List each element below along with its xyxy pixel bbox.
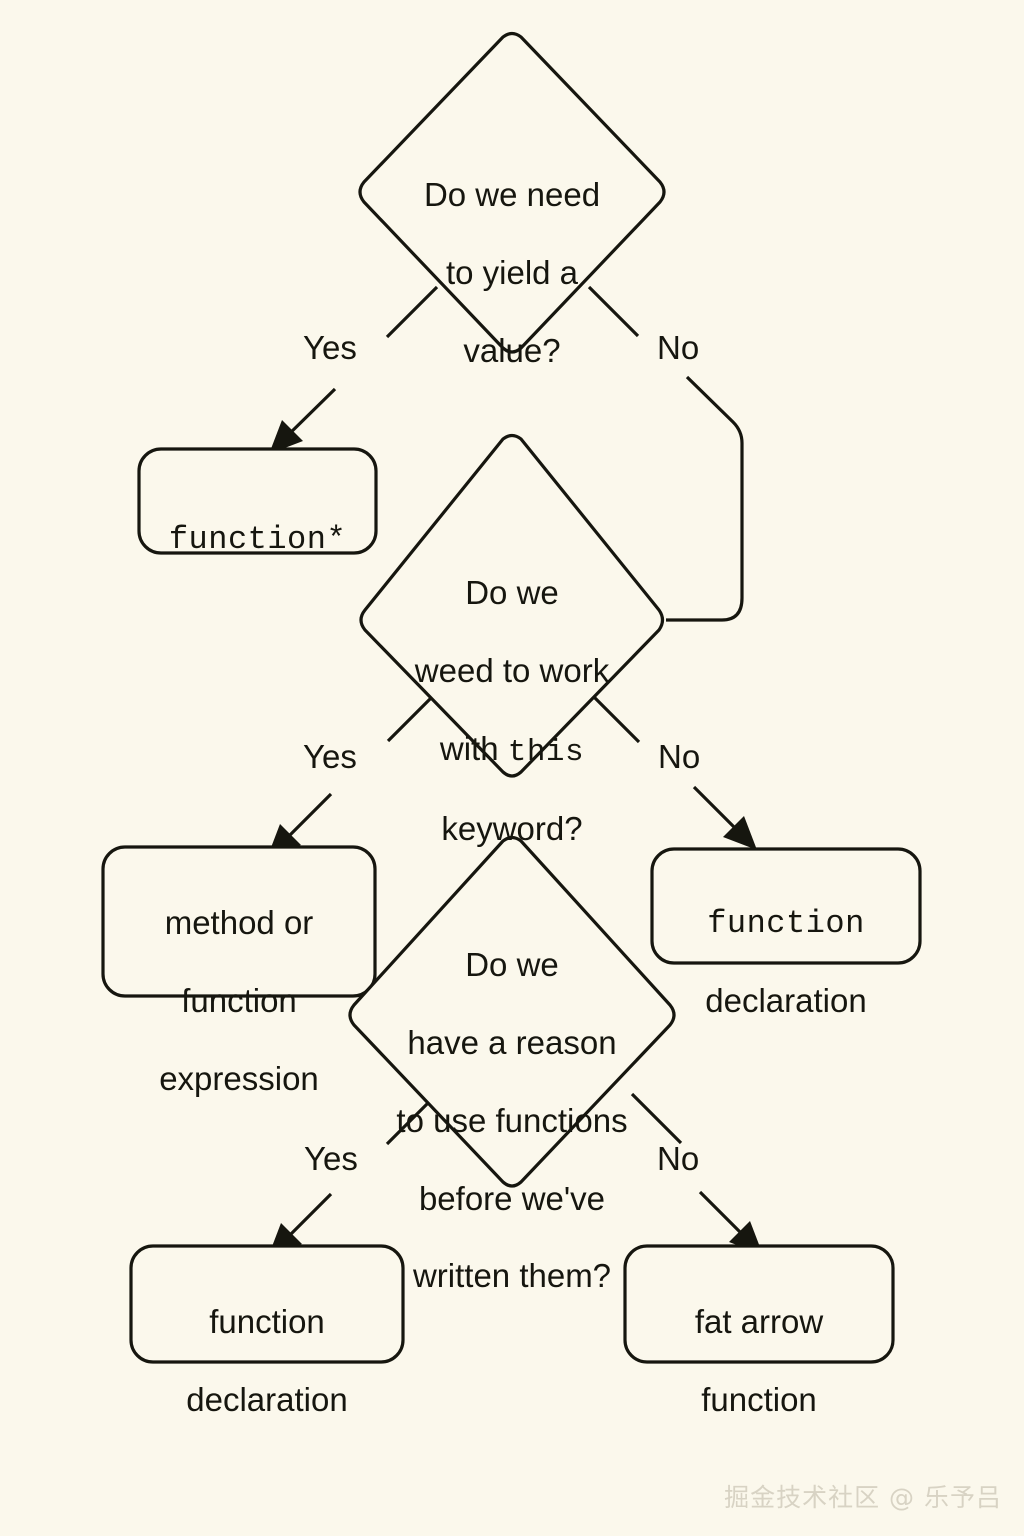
watermark: 掘金技术社区 @ 乐予吕 [724, 1483, 1002, 1512]
edge-q3-no-upper [630, 1092, 683, 1145]
result-node-function-declaration-right[interactable] [650, 847, 922, 965]
edge-label-q3-no: No [657, 1140, 700, 1177]
edge-label-q3-yes: Yes [304, 1140, 358, 1177]
decision-node-this-keyword[interactable] [359, 433, 665, 778]
edge-q2-no-upper [587, 690, 641, 744]
decision-node-yield-value[interactable] [358, 31, 666, 354]
edge-q2-no-arrowhead [723, 816, 757, 850]
decision-node-hoisting-reason[interactable] [348, 835, 676, 1188]
edge-label-q1-no: No [657, 329, 700, 366]
result-node-generator-function[interactable] [137, 447, 378, 555]
edge-q1-yes-upper [385, 285, 439, 339]
edge-q1-no-lower [666, 375, 744, 622]
result-node-function-declaration-bottom[interactable] [129, 1244, 405, 1364]
result-node-fat-arrow-function[interactable] [623, 1244, 895, 1364]
edge-q1-yes-arrowhead [269, 420, 303, 454]
result-node-method-or-function-expression[interactable] [101, 845, 377, 998]
edge-label-q2-no: No [658, 738, 701, 775]
edge-label-q1-yes: Yes [303, 329, 357, 366]
edge-q2-yes-upper [386, 690, 439, 743]
edge-q1-no-upper [587, 285, 640, 338]
edge-label-q2-yes: Yes [303, 738, 357, 775]
